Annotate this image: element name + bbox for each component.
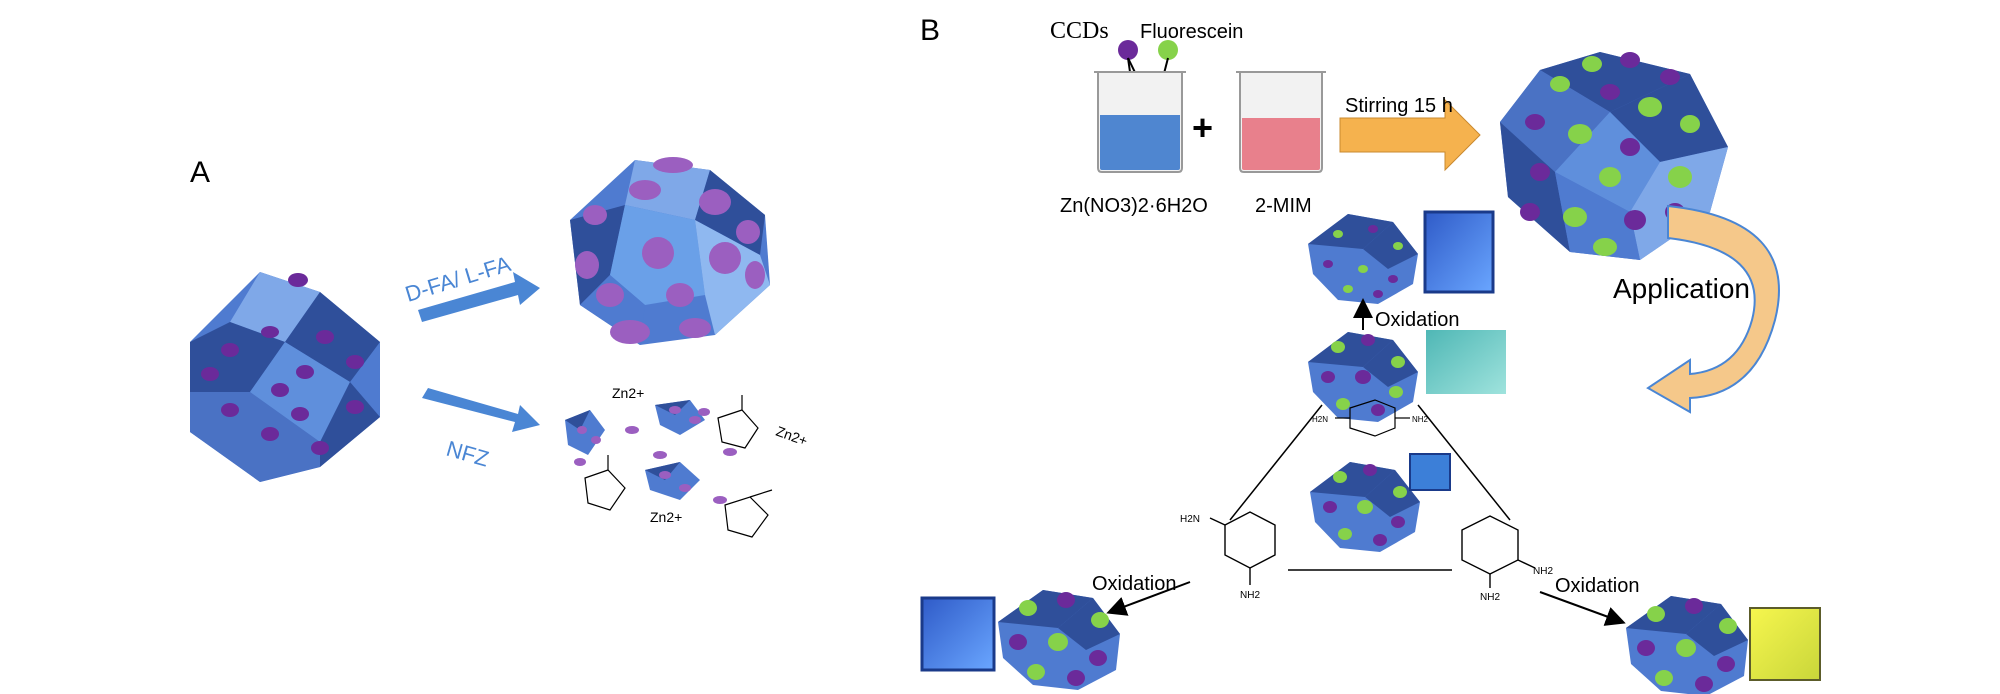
application-label: Application: [1613, 273, 1750, 304]
fluorescein-label: Fluorescein: [1140, 21, 1243, 43]
arrow-nfz-label: NFZ: [444, 436, 492, 472]
beaker-2-mim: [1236, 71, 1326, 173]
panel-b-letter: B: [920, 14, 940, 47]
arrow-d-fa-l-fa: [418, 272, 540, 322]
imidazole-structure-3: [724, 489, 773, 538]
zif-crystal-b-center: [1310, 462, 1420, 552]
application-arrow: [1646, 204, 1780, 414]
p-phenylenediamine-structure: [1335, 399, 1410, 437]
triangle-right-edge: [1417, 404, 1511, 521]
stirring-label: Stirring 15 h: [1345, 95, 1453, 117]
zif-crystal-b-product: [1500, 52, 1728, 260]
beaker-zinc-nitrate-label: Zn(NO3)2·6H2O: [1060, 195, 1208, 217]
sample-blue-center: [1409, 453, 1451, 491]
imidazole-structure-2: [584, 455, 626, 511]
oxidation-left-label: Oxidation: [1092, 573, 1177, 595]
oxidation-right-arrow: [1539, 591, 1626, 626]
oxidation-left-arrow: [1106, 581, 1191, 616]
zif-crystal-b-middle: [1308, 332, 1418, 422]
sample-yellow-right: [1749, 607, 1821, 681]
zif-crystal-b-left: [998, 590, 1120, 690]
sample-cyan-middle: [1426, 330, 1506, 394]
decomposed-fragments: [565, 400, 737, 504]
opd-label-bottom: NH2: [1480, 592, 1500, 603]
m-phenylenediamine-structure: [1209, 511, 1276, 585]
sample-blue-left: [920, 596, 996, 672]
ppd-label-right: NH2: [1412, 415, 1429, 424]
ccds-dot: [1118, 40, 1138, 60]
arrow-nfz: [422, 388, 540, 432]
stirring-arrow: [1339, 98, 1481, 172]
zif-crystal-b-right: [1626, 596, 1748, 694]
oxidation-top-label: Oxidation: [1375, 309, 1460, 331]
beaker-zinc-nitrate: [1094, 71, 1186, 173]
opd-label-right: NH2: [1533, 566, 1553, 577]
zif-crystal-b-top: [1308, 214, 1418, 304]
ppd-label-left: H2N: [1312, 415, 1328, 424]
mpd-label-bottom: NH2: [1240, 590, 1260, 601]
zn-label-3: Zn2+: [650, 509, 682, 525]
mpd-label-top: H2N: [1180, 514, 1200, 525]
ccds-label: CCDs: [1050, 18, 1109, 44]
o-phenylenediamine-structure: [1461, 515, 1536, 588]
zn-label-1: Zn2+: [612, 385, 644, 401]
plus-sign: +: [1192, 107, 1213, 148]
beaker-2-mim-label: 2-MIM: [1255, 195, 1312, 217]
panel-a-letter: A: [190, 156, 210, 189]
zn-label-2: Zn2+: [774, 423, 810, 449]
zif-crystal-a-left: [190, 272, 380, 482]
sample-blue-top: [1423, 210, 1495, 294]
imidazole-structure-1: [717, 395, 759, 449]
oxidation-right-label: Oxidation: [1555, 575, 1640, 597]
zif-crystal-a-dfa: [570, 157, 770, 345]
triangle-left-edge: [1229, 404, 1323, 521]
fluorescein-dot: [1158, 40, 1178, 60]
